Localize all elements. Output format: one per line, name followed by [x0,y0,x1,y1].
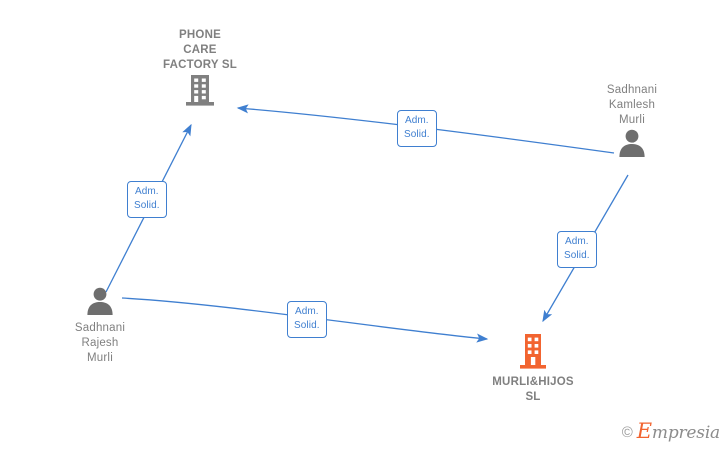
node-sadhnani-rajesh-murli[interactable]: Sadhnani Rajesh Murli [25,286,175,366]
node-label-phone-care-factory: PHONE CARE FACTORY SL [163,29,237,71]
edge-label-rajesh-to-phone-care[interactable]: Adm. Solid. [127,181,167,218]
building-icon [518,332,548,375]
person-icon [617,128,647,163]
node-label-sadhnani-kamlesh-murli: Sadhnani Kamlesh Murli [606,84,658,126]
building-icon [185,73,215,112]
node-label-murli-e-hijos: MURLI&HIJOS SL [492,376,574,403]
person-icon [85,286,115,321]
node-label-sadhnani-rajesh-murli: Sadhnani Rajesh Murli [74,322,126,364]
watermark-rest: mpresia [651,423,720,443]
node-phone-care-factory[interactable]: PHONE CARE FACTORY SL [125,28,275,112]
edge-label-rajesh-to-murli-e-hijos[interactable]: Adm. Solid. [287,301,327,338]
node-sadhnani-kamlesh-murli[interactable]: Sadhnani Kamlesh Murli [557,83,707,163]
empresia-watermark: © Empresia [621,419,720,443]
watermark-initial: E [636,419,652,443]
edge-label-kamlesh-to-phone-care[interactable]: Adm. Solid. [397,110,437,147]
edge-label-kamlesh-to-murli-e-hijos[interactable]: Adm. Solid. [557,231,597,268]
copyright-icon: © [621,423,633,441]
node-murli-e-hijos[interactable]: MURLI&HIJOS SL [458,332,608,405]
watermark-text: Empresia [636,419,720,443]
